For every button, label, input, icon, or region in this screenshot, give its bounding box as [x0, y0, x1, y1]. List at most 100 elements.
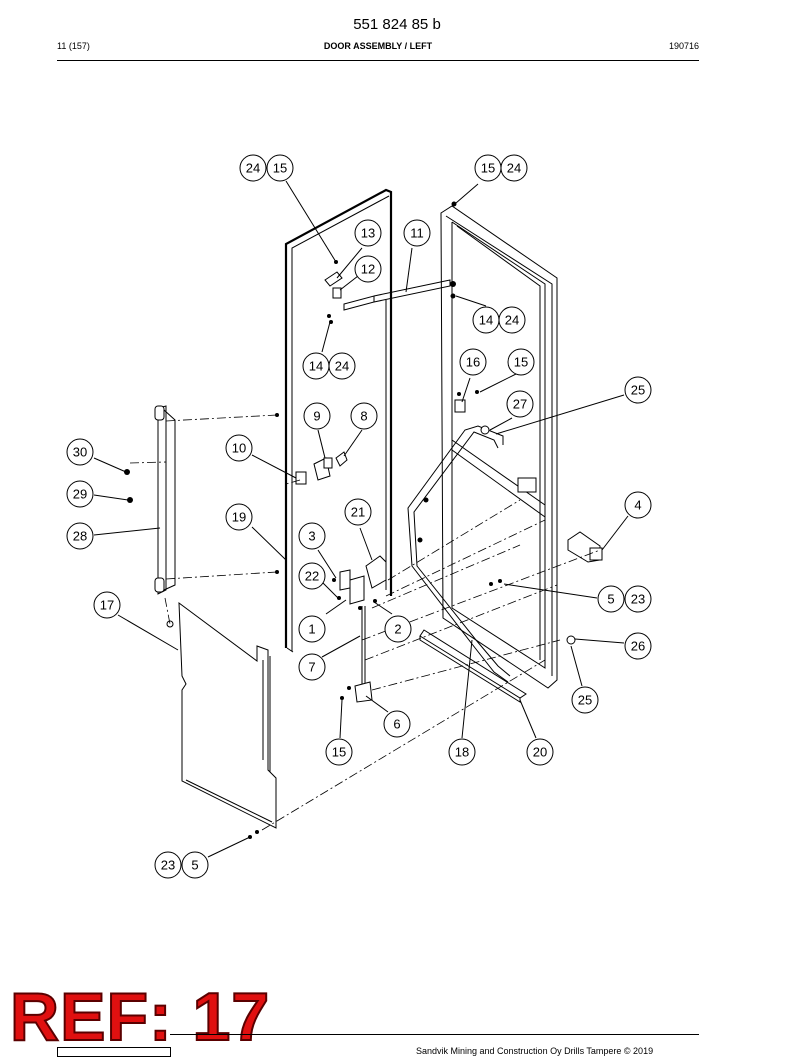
callout-17: 17	[93, 591, 121, 619]
svg-text:9: 9	[313, 409, 320, 424]
svg-text:14: 14	[479, 313, 493, 328]
callout-25: 25	[624, 376, 652, 404]
date-code: 190716	[668, 41, 699, 51]
callout-22: 22	[298, 562, 326, 590]
callout-15: 15	[266, 154, 294, 182]
callout-14: 14	[472, 306, 500, 334]
svg-text:16: 16	[466, 355, 480, 370]
footer-copyright: Sandvik Mining and Construction Oy Drill…	[416, 1046, 654, 1056]
door-frame	[440, 201, 558, 689]
svg-text:6: 6	[393, 717, 400, 732]
svg-text:4: 4	[634, 498, 641, 513]
callout-15: 15	[474, 154, 502, 182]
callout-10: 10	[225, 434, 253, 462]
footer-logo	[57, 1047, 171, 1057]
svg-text:22: 22	[305, 569, 319, 584]
assembly-lines	[129, 414, 601, 831]
svg-text:24: 24	[246, 161, 260, 176]
svg-text:23: 23	[631, 592, 645, 607]
svg-text:24: 24	[507, 161, 521, 176]
callout-6: 6	[383, 710, 411, 738]
svg-text:12: 12	[361, 262, 375, 277]
svg-text:5: 5	[191, 858, 198, 873]
document-number: 551 824 85 b	[353, 16, 441, 33]
side-panel-17	[178, 601, 277, 829]
svg-text:29: 29	[73, 487, 87, 502]
svg-text:10: 10	[232, 441, 246, 456]
callout-29: 29	[66, 480, 94, 508]
lock-parts	[332, 555, 387, 610]
svg-text:3: 3	[308, 529, 315, 544]
callout-21: 21	[344, 498, 372, 526]
svg-text:13: 13	[361, 226, 375, 241]
callout-5: 5	[181, 851, 209, 879]
svg-text:19: 19	[232, 510, 246, 525]
callout-27: 27	[506, 390, 534, 418]
callout-2: 2	[384, 615, 412, 643]
svg-text:18: 18	[455, 745, 469, 760]
gas-strut-11	[343, 279, 456, 311]
callout-13: 13	[354, 219, 382, 247]
callout-4: 4	[624, 491, 652, 519]
latch-parts-8-9-10	[295, 451, 348, 485]
svg-text:15: 15	[481, 161, 495, 176]
callout-24: 24	[498, 306, 526, 334]
svg-text:21: 21	[351, 505, 365, 520]
svg-text:15: 15	[514, 355, 528, 370]
svg-text:11: 11	[410, 226, 424, 241]
callout-24: 24	[239, 154, 267, 182]
svg-text:23: 23	[161, 858, 175, 873]
callout-11: 11	[403, 219, 431, 247]
callout-15: 15	[325, 738, 353, 766]
page-number: 11 (157)	[57, 41, 90, 51]
svg-text:17: 17	[100, 598, 114, 613]
door-panel-19	[284, 188, 393, 653]
callout-bubbles: 24 15 15 24 13 11 12 14 24 14 24 16 15 2…	[66, 154, 652, 879]
callout-23: 23	[624, 585, 652, 613]
svg-text:30: 30	[73, 445, 87, 460]
svg-text:1: 1	[308, 622, 315, 637]
svg-text:15: 15	[273, 161, 287, 176]
callout-30: 30	[66, 438, 94, 466]
svg-text:24: 24	[335, 359, 349, 374]
callout-16: 16	[459, 348, 487, 376]
pipe-18	[407, 425, 511, 683]
callout-24: 24	[500, 154, 528, 182]
fasteners	[248, 390, 576, 839]
svg-text:8: 8	[360, 409, 367, 424]
ref-stamp: REF: 17	[9, 979, 271, 1055]
callout-26: 26	[624, 632, 652, 660]
page-title: DOOR ASSEMBLY / LEFT	[323, 41, 433, 51]
hinge-4	[567, 531, 603, 563]
callout-14: 14	[302, 352, 330, 380]
callout-24: 24	[328, 352, 356, 380]
svg-text:25: 25	[631, 383, 645, 398]
callout-18: 18	[448, 738, 476, 766]
callout-28: 28	[66, 522, 94, 550]
svg-text:5: 5	[607, 592, 614, 607]
callout-23: 23	[154, 851, 182, 879]
svg-text:15: 15	[332, 745, 346, 760]
callout-20: 20	[526, 738, 554, 766]
callout-1: 1	[298, 615, 326, 643]
bracket-12-13	[324, 260, 343, 324]
callout-9: 9	[303, 402, 331, 430]
callout-7: 7	[298, 653, 326, 681]
rod-7	[340, 606, 373, 703]
callout-19: 19	[225, 503, 253, 531]
svg-text:24: 24	[505, 313, 519, 328]
svg-text:2: 2	[394, 622, 401, 637]
svg-text:14: 14	[309, 359, 323, 374]
handle-bar-28	[124, 405, 176, 628]
callout-12: 12	[354, 255, 382, 283]
svg-text:26: 26	[631, 639, 645, 654]
svg-text:28: 28	[73, 529, 87, 544]
callout-15: 15	[507, 348, 535, 376]
callout-5: 5	[597, 585, 625, 613]
callout-3: 3	[298, 522, 326, 550]
callout-8: 8	[350, 402, 378, 430]
header-rule	[57, 60, 699, 61]
callout-25: 25	[571, 686, 599, 714]
svg-text:20: 20	[533, 745, 547, 760]
